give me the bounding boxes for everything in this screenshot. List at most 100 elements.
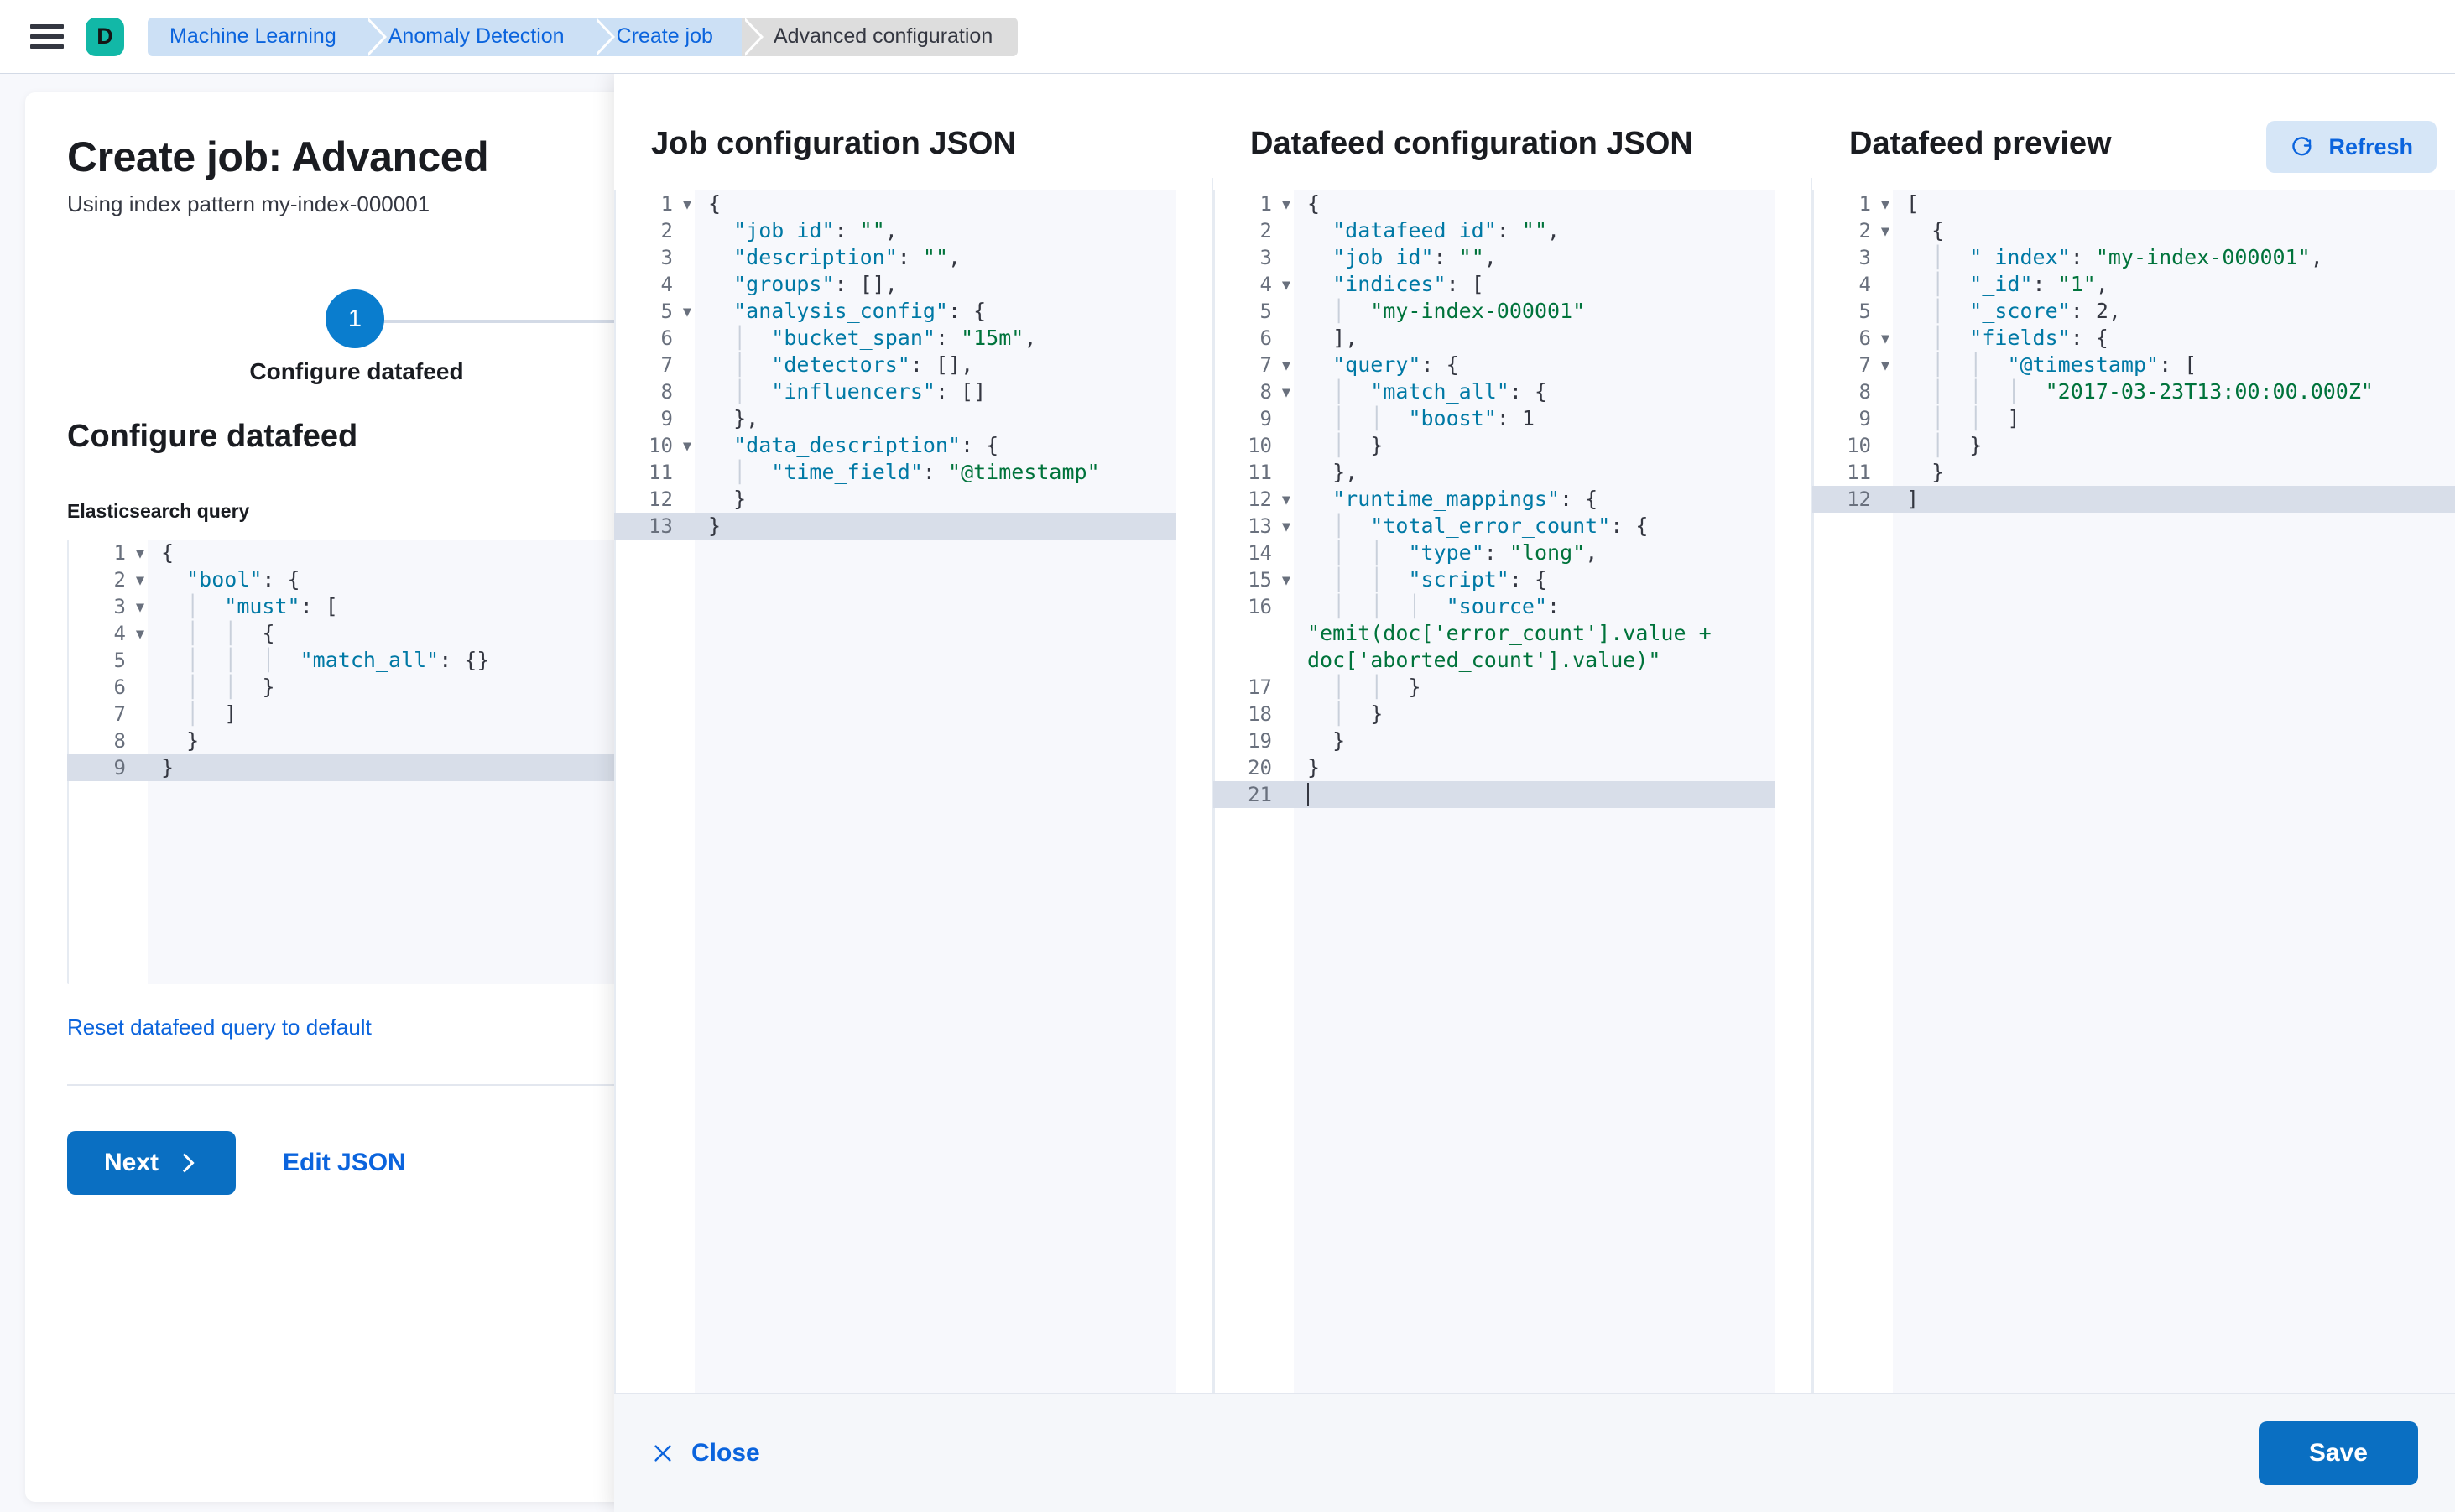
- editor-line[interactable]: 3 │ "_index": "my-index-000001",: [1812, 244, 2455, 271]
- editor-line[interactable]: 4 │ "_id": "1",: [1812, 271, 2455, 298]
- line-number: 6: [660, 326, 673, 350]
- editor-line[interactable]: 13▼ │ "total_error_count": {: [1213, 513, 1775, 540]
- editor-line[interactable]: 9 },: [614, 405, 1176, 432]
- editor-line[interactable]: 5 │ │ │ "match_all": {}: [67, 647, 1217, 674]
- fold-arrow-icon[interactable]: ▼: [682, 196, 692, 213]
- editor-line[interactable]: 2▼ {: [1812, 217, 2455, 244]
- fold-arrow-icon[interactable]: ▼: [1880, 196, 1890, 213]
- editor-line[interactable]: 11 │ "time_field": "@timestamp": [614, 459, 1176, 486]
- fold-arrow-icon[interactable]: ▼: [1281, 357, 1291, 374]
- editor-line[interactable]: 5 │ "my-index-000001": [1213, 298, 1775, 325]
- step-1-circle[interactable]: 1: [326, 289, 384, 348]
- editor-line[interactable]: 16 │ │ │ "source": "emit(doc['error_coun…: [1213, 593, 1775, 674]
- editor-line[interactable]: 20}: [1213, 754, 1775, 781]
- breadcrumb-item-machine-learning[interactable]: Machine Learning: [148, 17, 387, 56]
- datafeed-configuration-editor[interactable]: 1▼{2 "datafeed_id": "",3 "job_id": "",4▼…: [1213, 190, 1775, 1393]
- editor-line[interactable]: 9 │ │ "boost": 1: [1213, 405, 1775, 432]
- editor-line[interactable]: 14 │ │ "type": "long",: [1213, 540, 1775, 566]
- fold-arrow-icon[interactable]: ▼: [682, 304, 692, 321]
- line-number: 2: [113, 568, 126, 592]
- editor-line[interactable]: 13}: [614, 513, 1176, 540]
- fold-arrow-icon[interactable]: ▼: [1281, 572, 1291, 589]
- editor-line[interactable]: 4▼ │ │ {: [67, 620, 1217, 647]
- editor-line[interactable]: 1▼[: [1812, 190, 2455, 217]
- editor-line[interactable]: 4▼ "indices": [: [1213, 271, 1775, 298]
- fold-arrow-icon[interactable]: ▼: [1281, 492, 1291, 508]
- editor-line[interactable]: 8 │ "influencers": []: [614, 378, 1176, 405]
- editor-line[interactable]: 1▼{: [1213, 190, 1775, 217]
- editor-line[interactable]: 12▼ "runtime_mappings": {: [1213, 486, 1775, 513]
- editor-line[interactable]: 11 },: [1213, 459, 1775, 486]
- refresh-button[interactable]: Refresh: [2266, 121, 2437, 173]
- line-code: {: [1307, 191, 1321, 216]
- editor-line[interactable]: 10▼ "data_description": {: [614, 432, 1176, 459]
- breadcrumb-item-anomaly-detection[interactable]: Anomaly Detection: [364, 17, 615, 56]
- save-button[interactable]: Save: [2258, 1421, 2418, 1485]
- datafeed-preview-editor[interactable]: 1▼[2▼ {3 │ "_index": "my-index-000001",4…: [1812, 190, 2455, 1393]
- line-number: 2: [1259, 219, 1272, 242]
- edit-json-button[interactable]: Edit JSON: [283, 1149, 406, 1176]
- editor-line[interactable]: 6 │ │ }: [67, 674, 1217, 701]
- line-code: │ }: [1931, 433, 1983, 457]
- breadcrumb-item-create-job[interactable]: Create job: [592, 17, 764, 56]
- editor-line[interactable]: 6 │ "bucket_span": "15m",: [614, 325, 1176, 352]
- editor-line[interactable]: 7▼ "query": {: [1213, 352, 1775, 378]
- line-number: 9: [113, 756, 126, 779]
- reset-datafeed-query-link[interactable]: Reset datafeed query to default: [67, 1014, 372, 1040]
- line-number: 5: [113, 649, 126, 672]
- close-button[interactable]: Close: [651, 1439, 760, 1468]
- hamburger-icon[interactable]: [30, 24, 64, 50]
- editor-rows: 1▼[2▼ {3 │ "_index": "my-index-000001",4…: [1812, 190, 2455, 513]
- editor-line[interactable]: 18 │ }: [1213, 701, 1775, 727]
- editor-line[interactable]: 8▼ │ "match_all": {: [1213, 378, 1775, 405]
- fold-arrow-icon[interactable]: ▼: [135, 572, 145, 589]
- editor-line[interactable]: 6 ],: [1213, 325, 1775, 352]
- editor-line[interactable]: 2 "job_id": "",: [614, 217, 1176, 244]
- fold-arrow-icon[interactable]: ▼: [682, 438, 692, 455]
- editor-line[interactable]: 8 │ │ │ "2017-03-23T13:00:00.000Z": [1812, 378, 2455, 405]
- editor-line[interactable]: 12]: [1812, 486, 2455, 513]
- editor-line[interactable]: 3▼ │ "must": [: [67, 593, 1217, 620]
- editor-line[interactable]: 6▼ │ "fields": {: [1812, 325, 2455, 352]
- editor-line[interactable]: 15▼ │ │ "script": {: [1213, 566, 1775, 593]
- fold-arrow-icon[interactable]: ▼: [1281, 196, 1291, 213]
- editor-line[interactable]: 17 │ │ }: [1213, 674, 1775, 701]
- editor-line[interactable]: 5▼ "analysis_config": {: [614, 298, 1176, 325]
- editor-line[interactable]: 5 │ "_score": 2,: [1812, 298, 2455, 325]
- fold-arrow-icon[interactable]: ▼: [1880, 331, 1890, 347]
- elasticsearch-query-label: Elasticsearch query: [67, 500, 250, 522]
- editor-line[interactable]: 7▼ │ │ "@timestamp": [: [1812, 352, 2455, 378]
- job-configuration-editor[interactable]: 1▼{2 "job_id": "",3 "description": "",4 …: [614, 190, 1176, 1393]
- fold-arrow-icon[interactable]: ▼: [1880, 223, 1890, 240]
- editor-line[interactable]: 19 }: [1213, 727, 1775, 754]
- line-code: [: [1906, 191, 1920, 216]
- line-number: 13: [649, 514, 673, 538]
- fold-arrow-icon[interactable]: ▼: [1281, 384, 1291, 401]
- fold-arrow-icon[interactable]: ▼: [1281, 277, 1291, 294]
- fold-arrow-icon[interactable]: ▼: [1880, 357, 1890, 374]
- editor-line[interactable]: 9 │ │ ]: [1812, 405, 2455, 432]
- editor-line[interactable]: 2▼ "bool": {: [67, 566, 1217, 593]
- editor-line[interactable]: 10 │ }: [1812, 432, 2455, 459]
- next-button[interactable]: Next: [67, 1131, 237, 1195]
- avatar[interactable]: D: [86, 17, 124, 56]
- editor-line[interactable]: 21: [1213, 781, 1775, 808]
- fold-arrow-icon[interactable]: ▼: [1281, 519, 1291, 535]
- editor-line[interactable]: 3 "job_id": "",: [1213, 244, 1775, 271]
- datafeed-configuration-title: Datafeed configuration JSON: [1250, 126, 1693, 161]
- editor-line[interactable]: 10 │ }: [1213, 432, 1775, 459]
- editor-line[interactable]: 7 │ ]: [67, 701, 1217, 727]
- editor-line[interactable]: 1▼{: [67, 540, 1217, 566]
- editor-line[interactable]: 4 "groups": [],: [614, 271, 1176, 298]
- editor-line[interactable]: 12 }: [614, 486, 1176, 513]
- line-number: 4: [660, 273, 673, 296]
- fold-arrow-icon[interactable]: ▼: [135, 626, 145, 643]
- editor-line[interactable]: 3 "description": "",: [614, 244, 1176, 271]
- editor-line[interactable]: 2 "datafeed_id": "",: [1213, 217, 1775, 244]
- fold-arrow-icon[interactable]: ▼: [135, 599, 145, 616]
- editor-line[interactable]: 1▼{: [614, 190, 1176, 217]
- editor-line[interactable]: 8 }: [67, 727, 1217, 754]
- fold-arrow-icon[interactable]: ▼: [135, 545, 145, 562]
- editor-line[interactable]: 11 }: [1812, 459, 2455, 486]
- editor-line[interactable]: 7 │ "detectors": [],: [614, 352, 1176, 378]
